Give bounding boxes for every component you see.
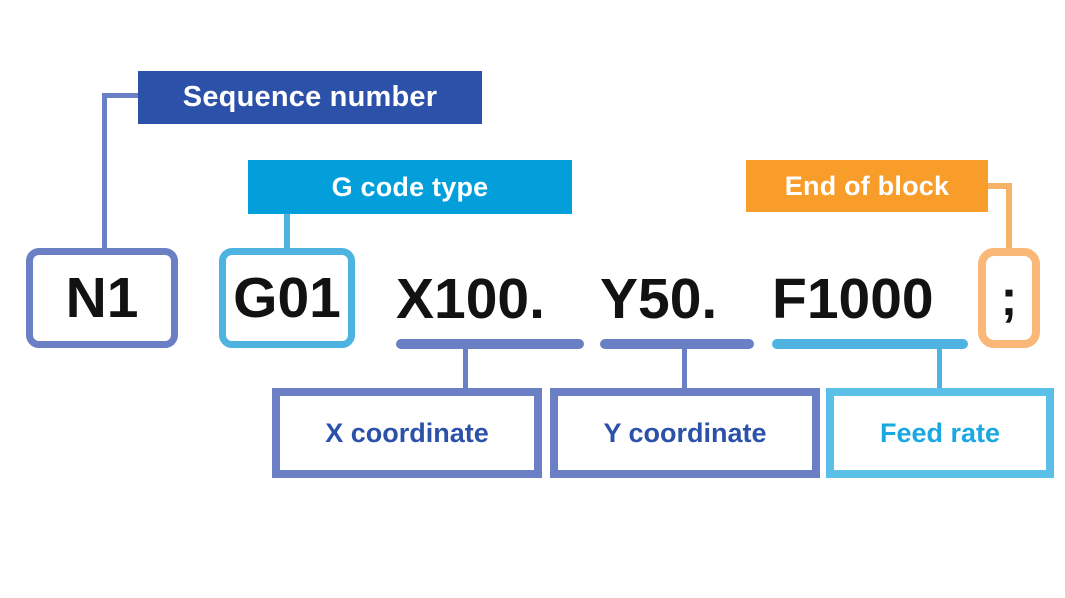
label-y-coordinate-text: Y coordinate — [603, 417, 767, 448]
code-token-end-of-block-text: ; — [1000, 270, 1018, 326]
label-feed-rate-text: Feed rate — [879, 417, 1001, 448]
connector-x-coordinate-vertical — [463, 345, 468, 390]
underline-y50 — [600, 339, 754, 349]
label-box-y-coordinate: Y coordinate — [550, 388, 820, 478]
callout-g-code-type-label: G code type — [331, 171, 489, 202]
callout-end-of-block-label: End of block — [784, 170, 950, 201]
connector-eob-horizontal — [985, 183, 1012, 189]
connector-sequence-horizontal — [102, 93, 140, 98]
callout-g-code-type: G code type — [248, 160, 572, 214]
label-box-x-coordinate: X coordinate — [272, 388, 542, 478]
callout-sequence-number: Sequence number — [138, 71, 482, 124]
code-token-y50-text: Y50. — [600, 267, 718, 331]
code-token-x100-text: X100. — [396, 267, 545, 331]
connector-feed-rate-vertical — [937, 345, 942, 390]
code-token-g01-text: G01 — [233, 266, 341, 330]
code-token-f1000-text: F1000 — [772, 267, 934, 331]
connector-sequence-vertical — [102, 93, 107, 251]
code-token-g01-box: G01 — [219, 248, 355, 348]
callout-sequence-number-label: Sequence number — [182, 81, 438, 113]
callout-end-of-block: End of block — [746, 160, 988, 212]
connector-gcode-vertical — [284, 211, 290, 251]
underline-x100 — [396, 339, 584, 349]
label-box-feed-rate: Feed rate — [826, 388, 1054, 478]
connector-y-coordinate-vertical — [682, 345, 687, 390]
underline-f1000 — [772, 339, 968, 349]
label-x-coordinate-text: X coordinate — [325, 417, 489, 448]
code-token-n1-box: N1 — [26, 248, 178, 348]
code-token-end-of-block-box: ; — [978, 248, 1040, 348]
connector-eob-vertical — [1006, 183, 1012, 251]
code-token-n1-text: N1 — [65, 266, 139, 330]
